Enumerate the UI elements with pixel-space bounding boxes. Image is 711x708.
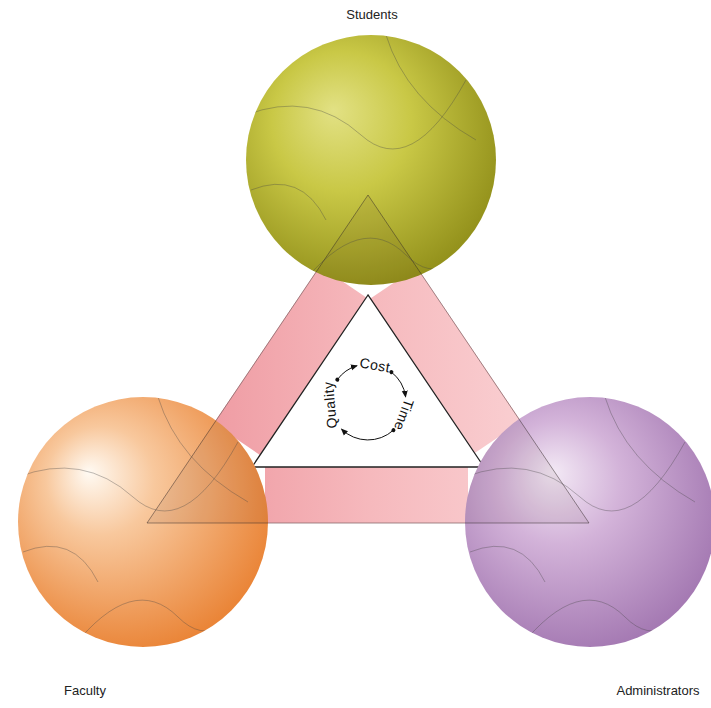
sphere-node: Faculty xyxy=(18,397,268,647)
cycle-word: Time xyxy=(391,397,417,433)
band-outline xyxy=(147,195,589,523)
cycle-arrow xyxy=(391,372,405,397)
cycle-word: Quality xyxy=(320,381,340,429)
sphere-shape xyxy=(246,35,496,285)
cycle-arrow xyxy=(337,366,357,380)
sphere-shape xyxy=(18,397,268,647)
sphere-shape xyxy=(465,397,711,647)
sphere-node: Students xyxy=(246,35,496,285)
cycle-word: Cost xyxy=(358,354,391,375)
node-label: Faculty xyxy=(64,683,106,698)
sphere-node: Administrators xyxy=(465,397,711,647)
cycle-arrow xyxy=(342,429,394,440)
node-label: Students xyxy=(346,7,397,22)
node-label: Administrators xyxy=(616,683,699,698)
band-connector xyxy=(265,467,468,523)
inner-triangle xyxy=(252,295,484,467)
